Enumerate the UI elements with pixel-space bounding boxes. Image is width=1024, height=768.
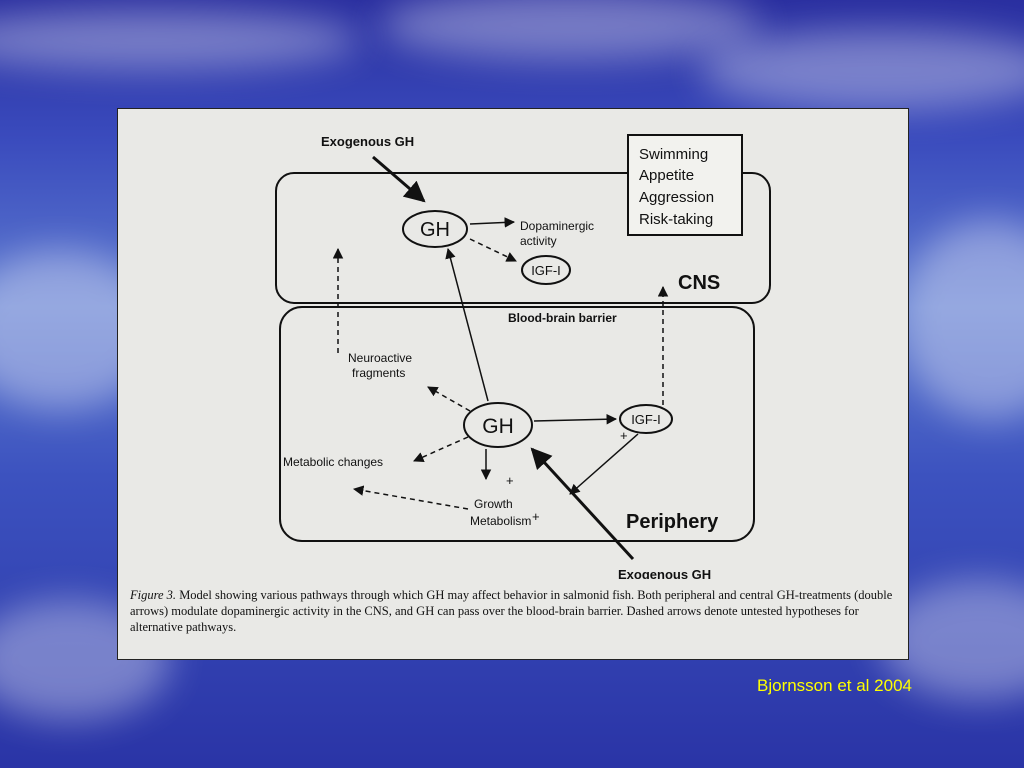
gh-to-igf-periphery-arrow: [533, 413, 618, 425]
gh-pathway-diagram: Swimming Appetite Aggression Risk-taking…: [275, 134, 771, 579]
exogenous-gh-bottom: Exogenous GH: [618, 567, 711, 579]
behavior-aggression: Aggression: [639, 189, 714, 206]
neuroactive-fragments-line1: Neuroactive: [348, 351, 412, 365]
igf-periphery-label: IGF-I: [631, 412, 661, 427]
behavior-risk-taking: Risk-taking: [639, 211, 713, 228]
plus-sign-igf: +: [620, 428, 628, 443]
igf-cns-node: [521, 255, 571, 285]
figure-panel: Swimming Appetite Aggression Risk-taking…: [117, 108, 909, 660]
plus-sign-growth: +: [506, 473, 514, 488]
behavior-swimming: Swimming: [639, 146, 708, 163]
cns-label: CNS: [678, 272, 720, 294]
gh-to-igf-cns-dashed-arrow: [469, 238, 517, 262]
metabolic-changes-label: Metabolic changes: [283, 455, 383, 469]
behavior-box: [627, 134, 743, 236]
figure-caption-label: Figure 3.: [130, 588, 177, 602]
igf-periphery-node: [619, 404, 673, 434]
dopaminergic-activity-line2: activity: [520, 234, 557, 248]
gh-periphery-to-neuroactive-dashed-arrow: [427, 386, 471, 412]
metabolism-label: Metabolism: [470, 514, 531, 528]
neuroactive-fragments-line2: fragments: [352, 366, 405, 380]
exogenous-gh-top: Exogenous GH: [321, 134, 414, 149]
figure-caption: Figure 3. Model showing various pathways…: [130, 587, 900, 635]
growth-label: Growth: [474, 497, 513, 511]
gh-to-metabolic-dashed-arrow: [413, 436, 469, 462]
gh-periphery-label: GH: [482, 415, 514, 438]
igf-cns-label: IGF-I: [531, 263, 561, 278]
gh-to-dopaminergic-arrow: [469, 217, 516, 228]
igf-periphery-to-growth-arrow: [569, 433, 639, 495]
figure-caption-text: Model showing various pathways through w…: [130, 588, 893, 634]
gh-cns-node: [402, 210, 468, 248]
periphery-label: Periphery: [626, 511, 719, 533]
dopaminergic-activity-line1: Dopaminergic: [520, 219, 594, 233]
blood-brain-barrier-label: Blood-brain barrier: [508, 311, 617, 325]
exogenous-bottom-arrow: [530, 447, 635, 561]
gh-cns-label: GH: [420, 219, 450, 241]
plus-sign-metabolism: +: [532, 509, 540, 524]
periphery-region: [279, 306, 755, 542]
gh-periphery-to-gh-cns-arrow: [445, 247, 489, 402]
growth-to-metabolic-dashed-arrow: [352, 485, 469, 510]
citation-credit: Bjornsson et al 2004: [757, 676, 912, 695]
exogenous-top-arrow: [372, 155, 426, 203]
behavior-appetite: Appetite: [639, 167, 694, 184]
gh-periphery-node: [463, 402, 533, 448]
cns-region: [275, 172, 771, 304]
